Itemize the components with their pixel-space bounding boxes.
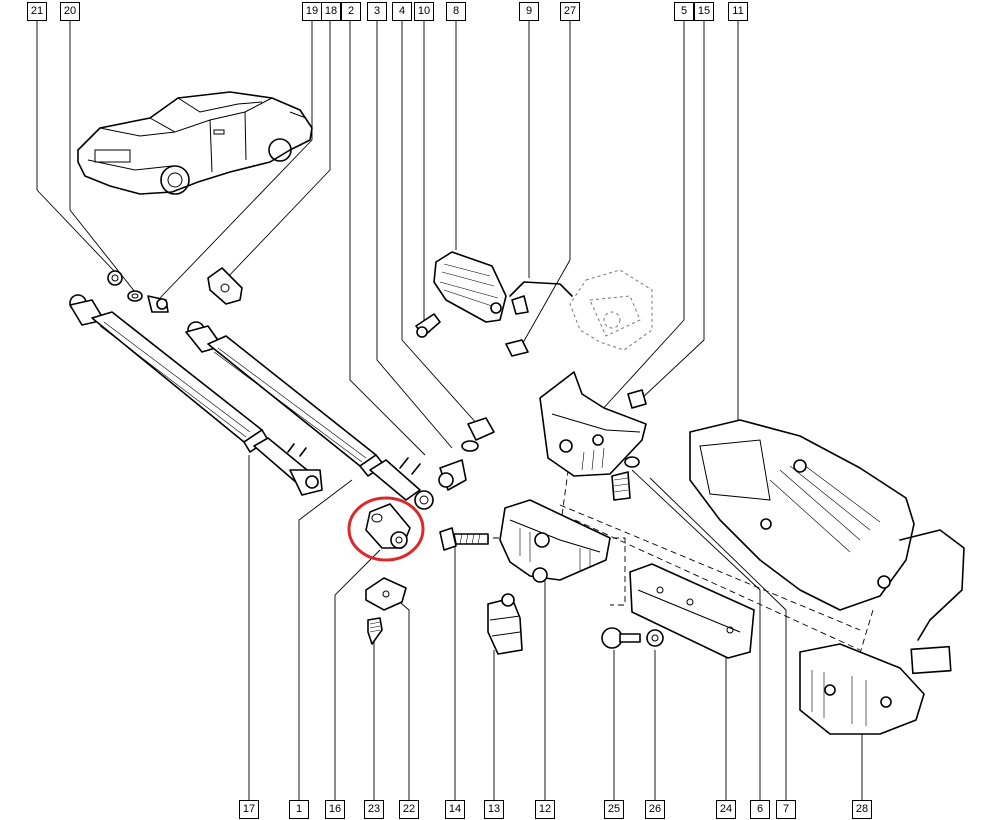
callout-17: 17 bbox=[239, 800, 259, 819]
car-illustration bbox=[77, 91, 313, 195]
ball-stud-19 bbox=[147, 295, 169, 313]
handle-8 bbox=[433, 251, 507, 323]
callout-16: 16 bbox=[325, 800, 345, 819]
latch-5 bbox=[539, 371, 647, 477]
callout-18: 18 bbox=[321, 2, 341, 21]
gas-strut-17 bbox=[69, 294, 323, 496]
callout-26: 26 bbox=[645, 800, 665, 819]
washer-7 bbox=[624, 456, 640, 468]
striker-housing-outline bbox=[569, 269, 653, 351]
callout-21: 21 bbox=[27, 2, 47, 21]
clip-27 bbox=[505, 339, 529, 357]
callout-22: 22 bbox=[399, 800, 419, 819]
callout-4: 4 bbox=[392, 2, 412, 21]
screw-23 bbox=[367, 617, 383, 645]
lock-body-12 bbox=[499, 499, 611, 583]
bracket-22 bbox=[365, 577, 407, 611]
highlight-ring bbox=[347, 496, 425, 562]
bolt-25 bbox=[601, 627, 641, 649]
gas-strut-1 bbox=[185, 321, 434, 510]
washer-20 bbox=[127, 290, 143, 302]
screw-15 bbox=[627, 389, 647, 409]
callout-24: 24 bbox=[716, 800, 736, 819]
ball-joint-3 bbox=[438, 459, 467, 491]
latch-housing-28 bbox=[799, 643, 925, 735]
callout-11: 11 bbox=[728, 2, 748, 21]
callout-27: 27 bbox=[560, 2, 580, 21]
lock-cylinder-13 bbox=[487, 593, 523, 655]
callout-25: 25 bbox=[604, 800, 624, 819]
callout-9: 9 bbox=[519, 2, 539, 21]
screw-10 bbox=[415, 313, 441, 338]
callout-5: 5 bbox=[674, 2, 694, 21]
callout-28: 28 bbox=[852, 800, 872, 819]
bracket-18 bbox=[207, 267, 243, 305]
callout-15: 15 bbox=[694, 2, 714, 21]
callout-13: 13 bbox=[484, 800, 504, 819]
callout-19: 19 bbox=[302, 2, 322, 21]
callout-12: 12 bbox=[535, 800, 555, 819]
callout-8: 8 bbox=[446, 2, 466, 21]
bolt-14 bbox=[439, 527, 489, 551]
lock-assembly-11 bbox=[689, 419, 965, 675]
clip-4 bbox=[461, 417, 495, 452]
callout-3: 3 bbox=[367, 2, 387, 21]
callout-6: 6 bbox=[750, 800, 770, 819]
rod-9 bbox=[509, 281, 573, 315]
leader-lines bbox=[36, 20, 863, 800]
callout-20: 20 bbox=[60, 2, 80, 21]
end-fitting-16 bbox=[365, 503, 411, 549]
callout-14: 14 bbox=[445, 800, 465, 819]
bolt-6 bbox=[611, 471, 631, 501]
callout-10: 10 bbox=[414, 2, 434, 21]
callout-7: 7 bbox=[776, 800, 796, 819]
callout-2: 2 bbox=[341, 2, 361, 21]
plate-24 bbox=[629, 563, 755, 659]
callout-1: 1 bbox=[289, 800, 309, 819]
callout-23: 23 bbox=[364, 800, 384, 819]
washer-26 bbox=[646, 629, 664, 647]
nut-21 bbox=[107, 270, 123, 286]
